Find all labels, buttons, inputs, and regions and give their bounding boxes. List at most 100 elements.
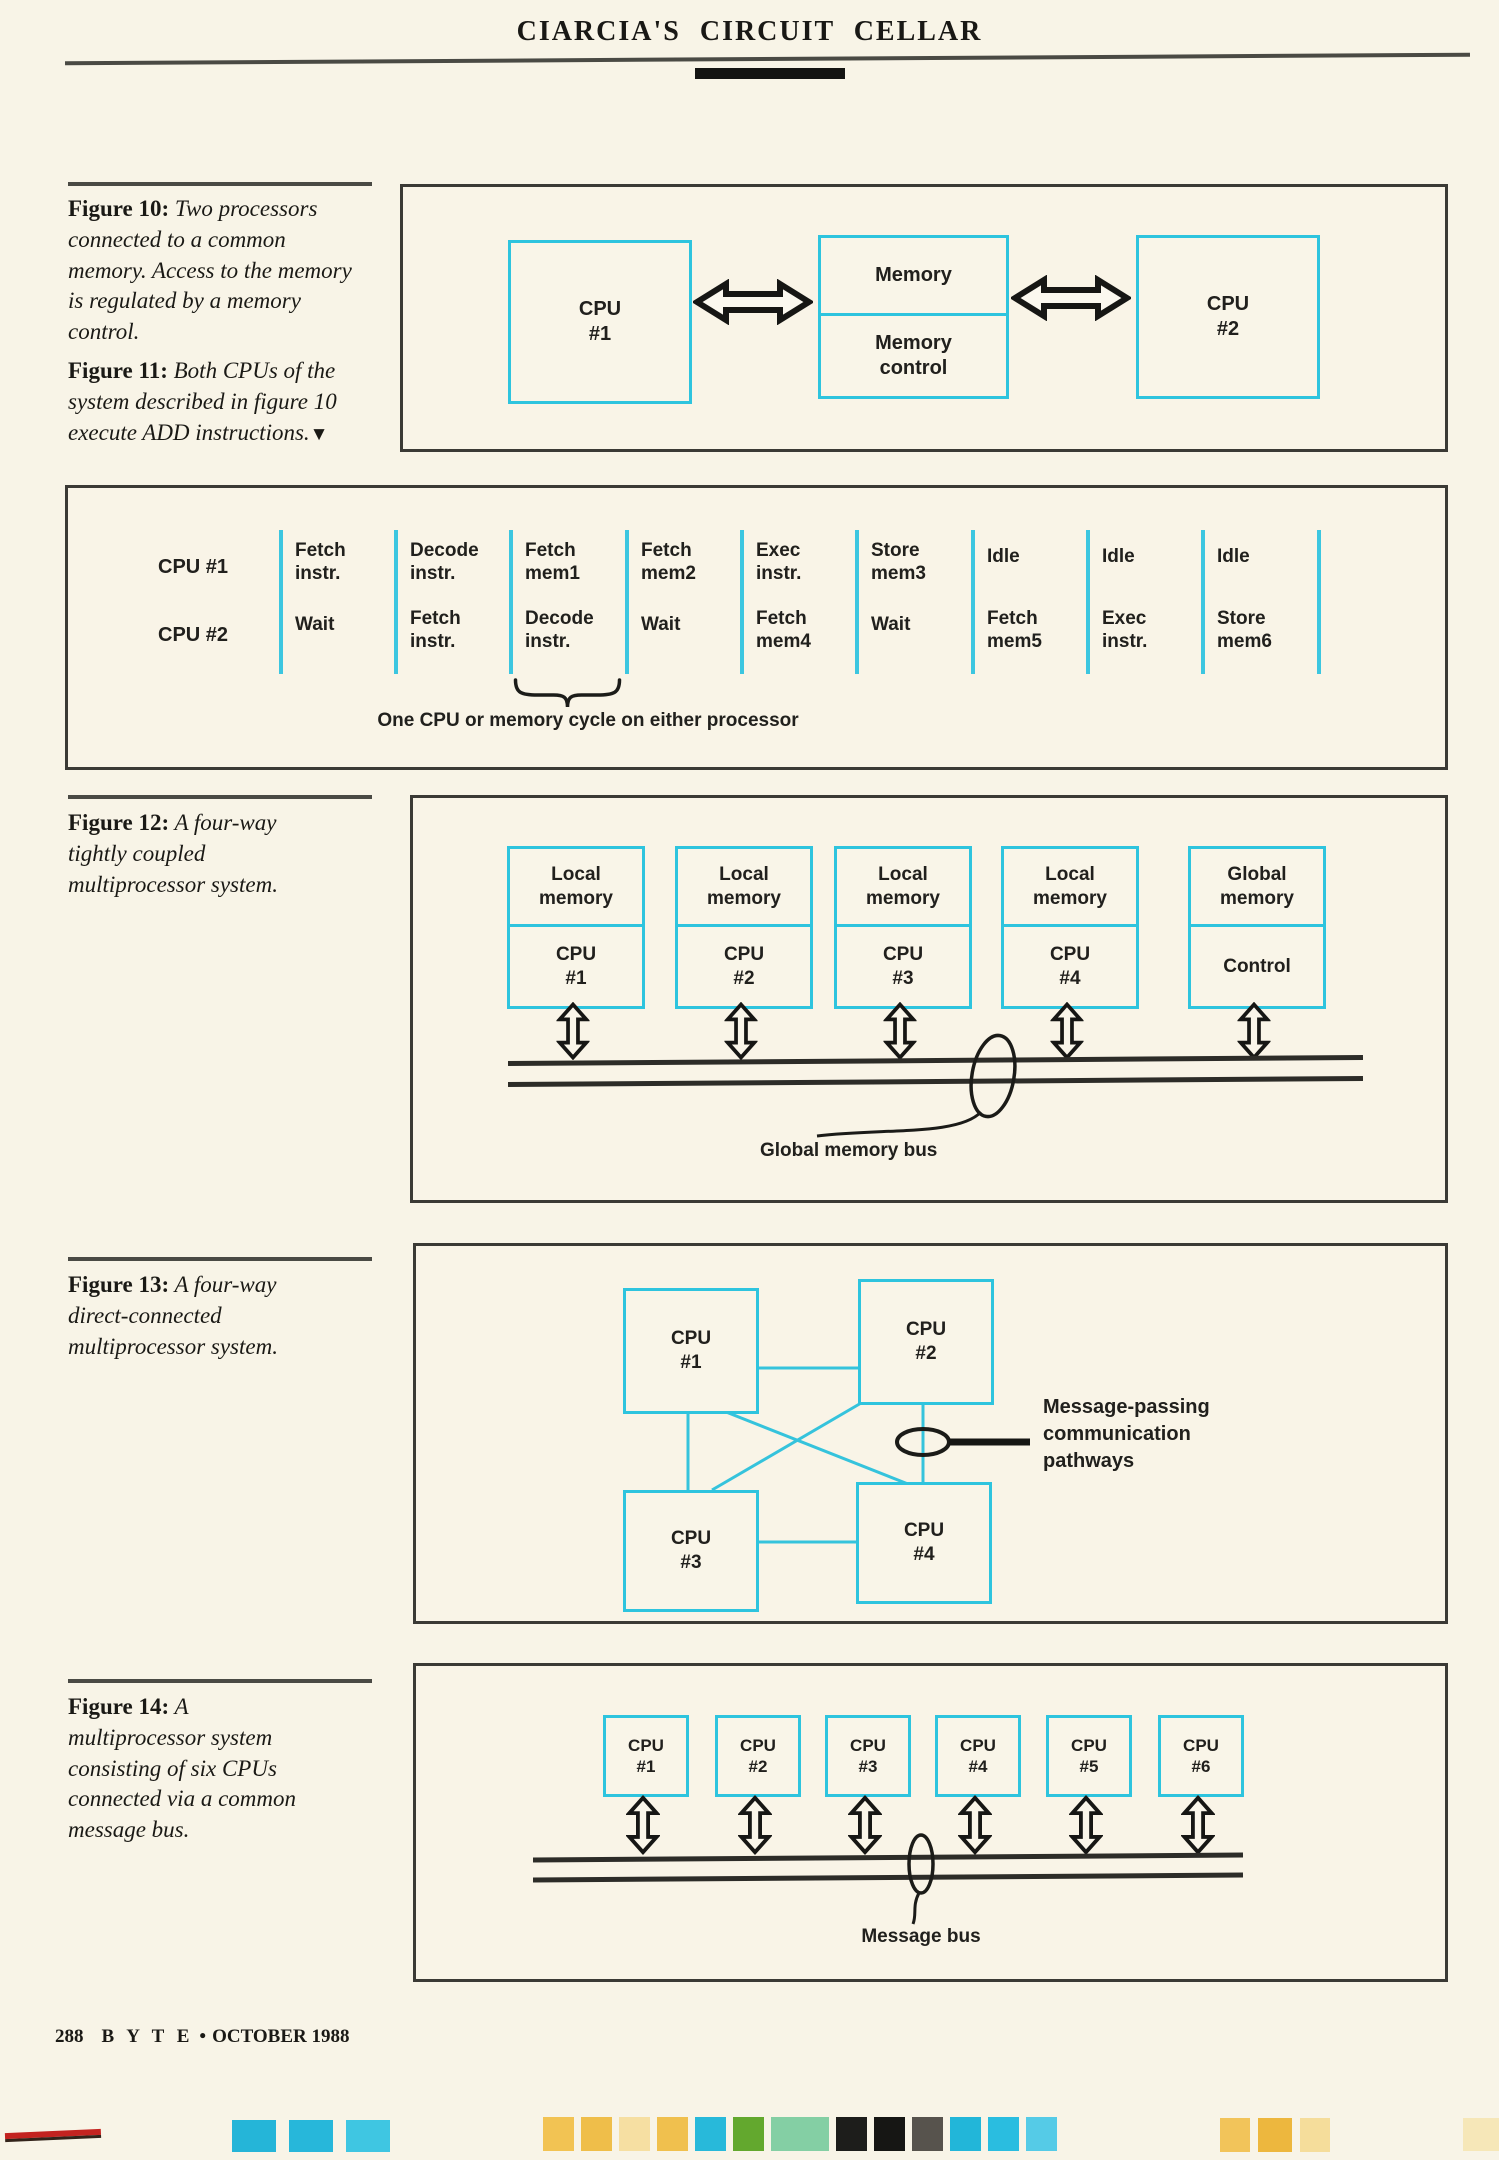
table-cell: Store mem6: [1217, 608, 1272, 652]
fig14-caption: Figure 14: A multiprocessor system consi…: [68, 1692, 326, 1846]
cpu1-label: CPU #1: [555, 943, 597, 989]
double-arrow-icon: [1069, 1793, 1103, 1857]
fig13-frame: CPU #1 CPU #2 CPU #3 CPU #4 Message-pass…: [413, 1243, 1448, 1624]
cpu2-label: CPU #2: [723, 943, 765, 989]
fig14-cpu2-box: CPU #2: [715, 1715, 801, 1797]
header-accent-bar: [695, 68, 845, 79]
color-swatch: [543, 2117, 574, 2151]
color-swatch: [874, 2117, 905, 2151]
footer-separator: •: [199, 2026, 207, 2047]
double-arrow-icon: [1237, 1002, 1271, 1060]
fig14-frame: CPU #1 CPU #2 CPU #3 CPU #4 CPU #5 CPU #…: [413, 1663, 1448, 1982]
color-swatch: [836, 2117, 867, 2151]
color-swatch: [1300, 2118, 1330, 2152]
local-memory-label: Local memory: [678, 849, 810, 927]
down-triangle-icon: ▼: [309, 423, 329, 445]
table-cell: Idle: [987, 546, 1020, 567]
color-swatch: [988, 2117, 1019, 2151]
table-divider: [394, 530, 398, 674]
table-cell: Wait: [641, 614, 681, 635]
fig10-memory-control-label: Memory control: [875, 332, 952, 379]
double-arrow-icon: [1181, 1793, 1215, 1857]
table-cell: Wait: [871, 614, 911, 635]
control-label: Control: [1223, 955, 1291, 977]
double-arrow-icon: [738, 1793, 772, 1857]
message-bus-line: [532, 1852, 1244, 1863]
fig10-caption-rule: [68, 182, 372, 186]
double-arrow-icon: [626, 1793, 660, 1857]
header-rule: [65, 52, 1470, 66]
fig13-cpu4-box: CPU #4: [856, 1482, 992, 1604]
fig14-caption-text: A multiprocessor system consisting of si…: [68, 1694, 297, 1843]
fig12-unit-1: Local memory CPU #1: [507, 846, 645, 1009]
fig12-caption-text: A four-way tightly coupled multiprocesso…: [68, 810, 278, 897]
fig13-caption-text: A four-way direct-connected multiprocess…: [68, 1272, 278, 1359]
table-cell: Exec instr.: [1102, 608, 1148, 652]
table-cell: Fetch instr.: [295, 540, 346, 584]
table-divider: [855, 530, 859, 674]
table-divider: [509, 530, 513, 674]
global-memory-label: Global memory: [1191, 849, 1323, 927]
color-swatch: [912, 2117, 943, 2151]
color-swatch: [733, 2117, 764, 2151]
table-divider: [971, 530, 975, 674]
fig11-frame: CPU #1 CPU #2 Fetch instr. Decode instr.…: [65, 485, 1448, 770]
fig12-unit-2: Local memory CPU #2: [675, 846, 813, 1009]
table-cell: Idle: [1102, 546, 1135, 567]
fig13-caption: Figure 13: A four-way direct-connected m…: [68, 1270, 340, 1362]
fig10-caption-text: Two processors connected to a common mem…: [68, 196, 352, 345]
fig13-caption-label: Figure 13:: [68, 1272, 170, 1297]
fig10-caption: Figure 10: Two processors connected to a…: [68, 194, 354, 348]
table-cell: Exec instr.: [756, 540, 802, 584]
fig10-caption-label: Figure 10:: [68, 196, 170, 221]
global-memory-bus-line: [507, 1055, 1364, 1066]
page-number: 288: [55, 2026, 84, 2047]
color-swatch: [1463, 2118, 1499, 2151]
table-divider: [625, 530, 629, 674]
table-divider: [1317, 530, 1321, 674]
table-divider: [1086, 530, 1090, 674]
fig12-caption-label: Figure 12:: [68, 810, 170, 835]
color-swatch: [581, 2117, 612, 2151]
color-swatch: [346, 2120, 390, 2152]
table-cell: Fetch mem4: [756, 608, 811, 652]
page-title: CIARCIA'S CIRCUIT CELLAR: [516, 16, 983, 47]
table-cell: Fetch mem2: [641, 540, 696, 584]
fig14-cpu1-box: CPU #1: [603, 1715, 689, 1797]
fig11-caption-label: Figure 11:: [68, 358, 168, 383]
table-cell: Wait: [295, 614, 335, 635]
local-memory-label: Local memory: [510, 849, 642, 927]
fig10-memory-box: Memory Memory control: [818, 235, 1009, 399]
fig12-frame: Local memory CPU #1 Local memory CPU #2 …: [410, 795, 1448, 1203]
table-cell: Idle: [1217, 546, 1250, 567]
cpu3-label: CPU #3: [882, 943, 924, 989]
fig13-cpu2-box: CPU #2: [858, 1279, 994, 1405]
fig11-caption: Figure 11: Both CPUs of the system descr…: [68, 356, 368, 448]
color-swatch: [657, 2117, 688, 2151]
registration-red-dash: [4, 2128, 102, 2143]
fig12-unit-3: Local memory CPU #3: [834, 846, 972, 1009]
fig12-unit-global: Global memory Control: [1188, 846, 1326, 1009]
fig10-memory-label: Memory: [821, 238, 1006, 316]
table-divider: [740, 530, 744, 674]
color-swatch: [289, 2120, 333, 2152]
table-cell: Decode instr.: [410, 540, 479, 584]
double-arrow-icon: [1050, 1002, 1084, 1060]
color-swatch: [771, 2117, 829, 2151]
table-cell: Fetch mem1: [525, 540, 580, 584]
color-swatch: [1026, 2117, 1057, 2151]
double-arrow-icon: [848, 1793, 882, 1857]
color-swatch: [232, 2120, 276, 2152]
fig12-caption-rule: [68, 795, 372, 799]
color-swatch: [1220, 2118, 1250, 2152]
table-divider: [1201, 530, 1205, 674]
color-swatch: [695, 2117, 726, 2151]
message-bus-label: Message bus: [861, 1926, 981, 1947]
fig14-cpu6-box: CPU #6: [1158, 1715, 1244, 1797]
fig11-note: One CPU or memory cycle on either proces…: [377, 710, 799, 731]
fig11-row1-label: CPU #1: [158, 556, 229, 578]
double-arrow-icon: [724, 1002, 758, 1060]
cpu4-label: CPU #4: [1049, 943, 1091, 989]
fig12-unit-4: Local memory CPU #4: [1001, 846, 1139, 1009]
